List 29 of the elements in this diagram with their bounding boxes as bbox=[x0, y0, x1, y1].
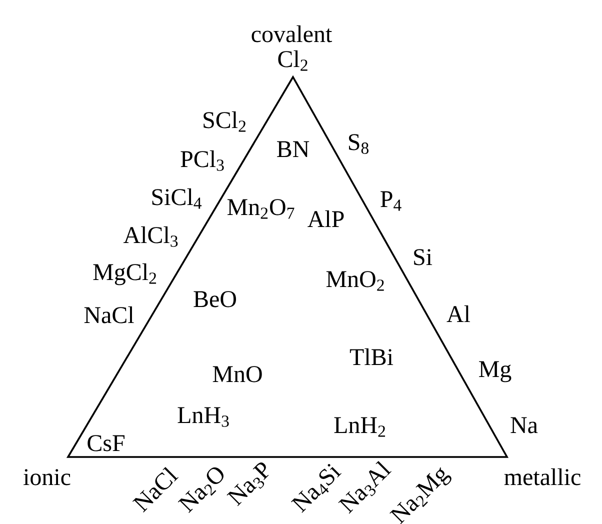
formula-label: CsF bbox=[88, 435, 124, 452]
formula-label: Na bbox=[510, 417, 538, 434]
formula-label: P$_{4}$ bbox=[380, 191, 402, 211]
formula-label: PCl$_{3}$ bbox=[180, 150, 224, 171]
formula-label: Mg bbox=[479, 361, 512, 382]
formula-label: SiCl$_{4}$ bbox=[152, 188, 202, 209]
formula-label: TlBi bbox=[350, 348, 394, 366]
formula-label: MnO bbox=[212, 366, 262, 382]
formula-label: SCl$_{2}$ bbox=[204, 111, 246, 132]
corner-label: covalent bbox=[252, 25, 332, 42]
formula-label: Al bbox=[446, 305, 470, 322]
formula-label: MnO$_{2}$ bbox=[326, 271, 384, 291]
formula-label: LnH$_{2}$ bbox=[334, 417, 386, 437]
formula-label: Na$_{3}$P bbox=[226, 462, 269, 506]
formula-label: Na$_{2}$O bbox=[178, 467, 224, 513]
formula-label: MgCl$_{2}$ bbox=[93, 263, 156, 286]
formula-label: Cl$_{2}$ bbox=[278, 50, 308, 71]
formula-label: S$_{8}$ bbox=[348, 134, 368, 154]
formula-label: BN bbox=[277, 141, 310, 158]
corner-label: ionic bbox=[24, 469, 70, 486]
formula-label: NaCl bbox=[84, 306, 134, 324]
formula-label: Na$_{2}$Mg bbox=[390, 467, 452, 524]
formula-label: Si bbox=[414, 249, 432, 266]
formula-label: AlP bbox=[308, 210, 344, 227]
formula-label: Mn$_{2}$O$_{7}$ bbox=[227, 199, 294, 219]
formula-label: AlCl$_{3}$ bbox=[123, 226, 178, 247]
corner-label: metallic bbox=[504, 468, 580, 486]
formula-label: LnH$_{3}$ bbox=[178, 407, 229, 427]
formula-label: BeO bbox=[194, 291, 236, 308]
